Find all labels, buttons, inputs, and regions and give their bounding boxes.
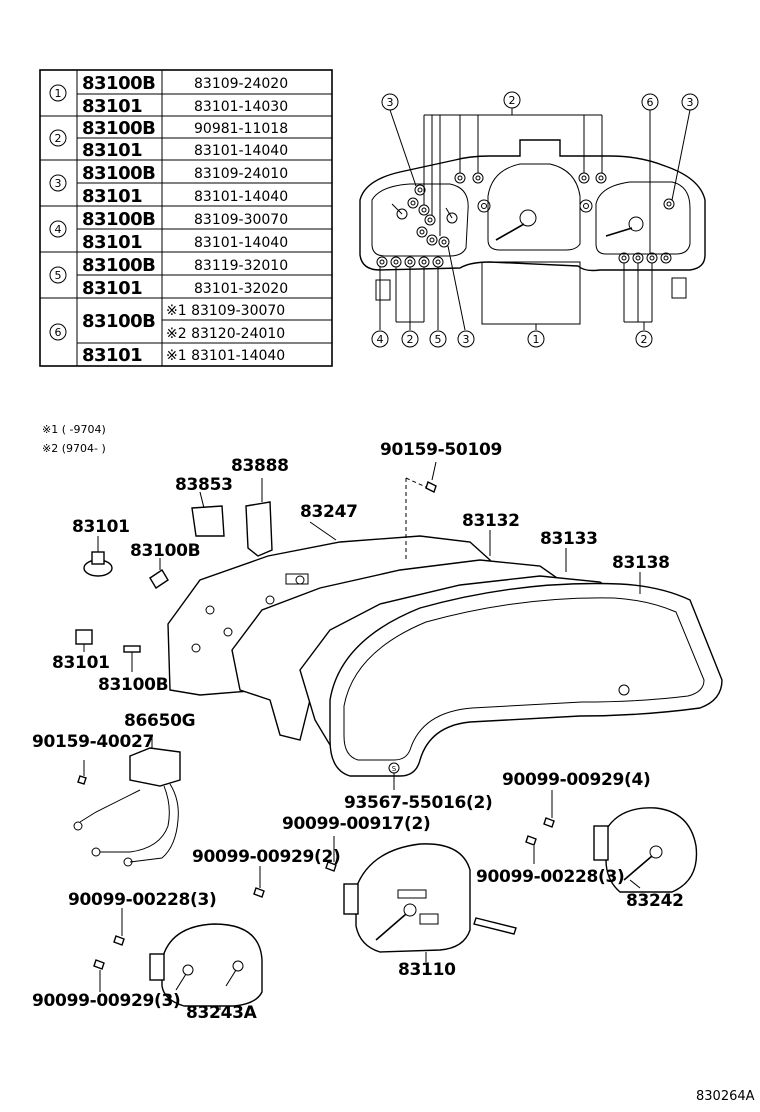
table-cell-sub: 83109-24020 <box>194 76 288 92</box>
label-90099-00929-3: 90099-00929(3) <box>32 991 181 1011</box>
label-90099-00929-4: 90099-00929(4) <box>502 770 651 790</box>
group-4-badge: 4 <box>49 220 67 238</box>
label-83242: 83242 <box>626 891 684 911</box>
table-cell-sub: 90981-11018 <box>194 121 288 137</box>
svg-text:2: 2 <box>407 333 414 346</box>
label-83110: 83110 <box>398 960 456 980</box>
label-83101-a: 83101 <box>72 517 130 537</box>
svg-text:3: 3 <box>463 333 470 346</box>
group-5-badge: 5 <box>49 266 67 284</box>
parts-table: 1 2 3 4 5 6 83100B 83109-24020 83101 831… <box>39 69 333 367</box>
table-cell-sub: 83101-14040 <box>194 189 288 205</box>
table-cell-main: 83100B <box>82 118 155 139</box>
label-83101-b: 83101 <box>52 653 110 673</box>
exploded-assembly: S <box>73 461 723 1010</box>
table-cell-main: 83101 <box>82 232 142 253</box>
label-83133: 83133 <box>540 529 598 549</box>
label-83100b-a: 83100B <box>130 541 200 561</box>
table-cell-main: 83101 <box>82 345 142 366</box>
table-cell-sub: 83109-30070 <box>194 212 288 228</box>
callout-2-bottom-left: 2 <box>401 330 419 348</box>
table-cell-sub: 83119-32010 <box>194 258 288 274</box>
tachometer <box>605 807 698 893</box>
buzzer-unit <box>129 747 181 787</box>
label-93567-55016: 93567-55016(2) <box>344 793 493 813</box>
label-83247: 83247 <box>300 502 358 522</box>
callout-3-top-right: 3 <box>681 93 699 111</box>
note-1: ※1 ( -9704) <box>42 423 106 436</box>
combination-meter <box>161 923 263 1007</box>
label-90099-00228-3-left: 90099-00228(3) <box>68 890 217 910</box>
label-83888: 83888 <box>231 456 289 476</box>
table-cell-sub: 83101-14030 <box>194 99 288 115</box>
table-cell-sub: ※1 83109-30070 <box>166 303 285 319</box>
table-cell-sub: 83109-24010 <box>194 166 288 182</box>
svg-text:4: 4 <box>377 333 384 346</box>
table-cell-main: 83101 <box>82 96 142 117</box>
svg-text:3: 3 <box>687 96 694 109</box>
svg-text:2: 2 <box>509 94 516 107</box>
note-2: ※2 (9704- ) <box>42 442 106 455</box>
instrument-panel-view: 3 2 6 3 4 2 5 3 <box>359 91 706 348</box>
callout-5-bottom: 5 <box>429 330 447 348</box>
table-cell-main: 83101 <box>82 186 142 207</box>
group-1-badge: 1 <box>49 84 67 102</box>
callout-2-top: 2 <box>503 91 521 109</box>
meter-lens <box>329 582 723 777</box>
svg-text:5: 5 <box>435 333 442 346</box>
svg-text:2: 2 <box>55 132 62 145</box>
svg-text:1: 1 <box>533 333 540 346</box>
svg-text:2: 2 <box>641 333 648 346</box>
svg-text:6: 6 <box>55 326 62 339</box>
table-cell-sub: 83101-32020 <box>194 281 288 297</box>
label-83138: 83138 <box>612 553 670 573</box>
callout-2-bottom-right: 2 <box>635 330 653 348</box>
svg-text:3: 3 <box>387 96 394 109</box>
label-83243a: 83243A <box>186 1003 258 1023</box>
table-cell-main: 83100B <box>82 255 155 276</box>
drawing-id: 830264A <box>696 1089 755 1104</box>
group-2-badge: 2 <box>49 129 67 147</box>
label-90099-00917-2: 90099-00917(2) <box>282 814 431 834</box>
group-6-badge: 6 <box>49 323 67 341</box>
callout-1-bottom: 1 <box>527 330 545 348</box>
svg-text:5: 5 <box>55 269 62 282</box>
svg-text:4: 4 <box>55 223 62 236</box>
svg-text:1: 1 <box>55 87 62 100</box>
label-83132: 83132 <box>462 511 520 531</box>
table-cell-main: 83100B <box>82 311 155 332</box>
table-cell-sub: ※2 83120-24010 <box>166 326 285 342</box>
svg-text:3: 3 <box>55 177 62 190</box>
callout-6-top: 6 <box>641 93 659 111</box>
screw-s-marker: S <box>392 765 397 773</box>
label-90099-00228-3-right: 90099-00228(3) <box>476 867 625 887</box>
svg-text:6: 6 <box>647 96 654 109</box>
callout-3-top-left: 3 <box>381 93 399 111</box>
table-cell-main: 83100B <box>82 163 155 184</box>
callout-3-bottom: 3 <box>457 330 475 348</box>
table-cell-main: 83101 <box>82 140 142 161</box>
table-cell-main: 83100B <box>82 209 155 230</box>
label-83100b-b: 83100B <box>98 675 168 695</box>
table-cell-sub: 83101-14040 <box>194 143 288 159</box>
label-90099-00929-2: 90099-00929(2) <box>192 847 341 867</box>
table-cell-sub: 83101-14040 <box>194 235 288 251</box>
label-90159-40027: 90159-40027 <box>32 732 154 752</box>
table-cell-sub: ※1 83101-14040 <box>166 348 285 364</box>
label-86650g: 86650G <box>124 711 195 731</box>
label-90159-50109: 90159-50109 <box>380 440 502 460</box>
callout-4-bottom: 4 <box>371 330 389 348</box>
table-cell-main: 83101 <box>82 278 142 299</box>
table-cell-main: 83100B <box>82 73 155 94</box>
label-83853: 83853 <box>175 475 233 495</box>
group-3-badge: 3 <box>49 174 67 192</box>
